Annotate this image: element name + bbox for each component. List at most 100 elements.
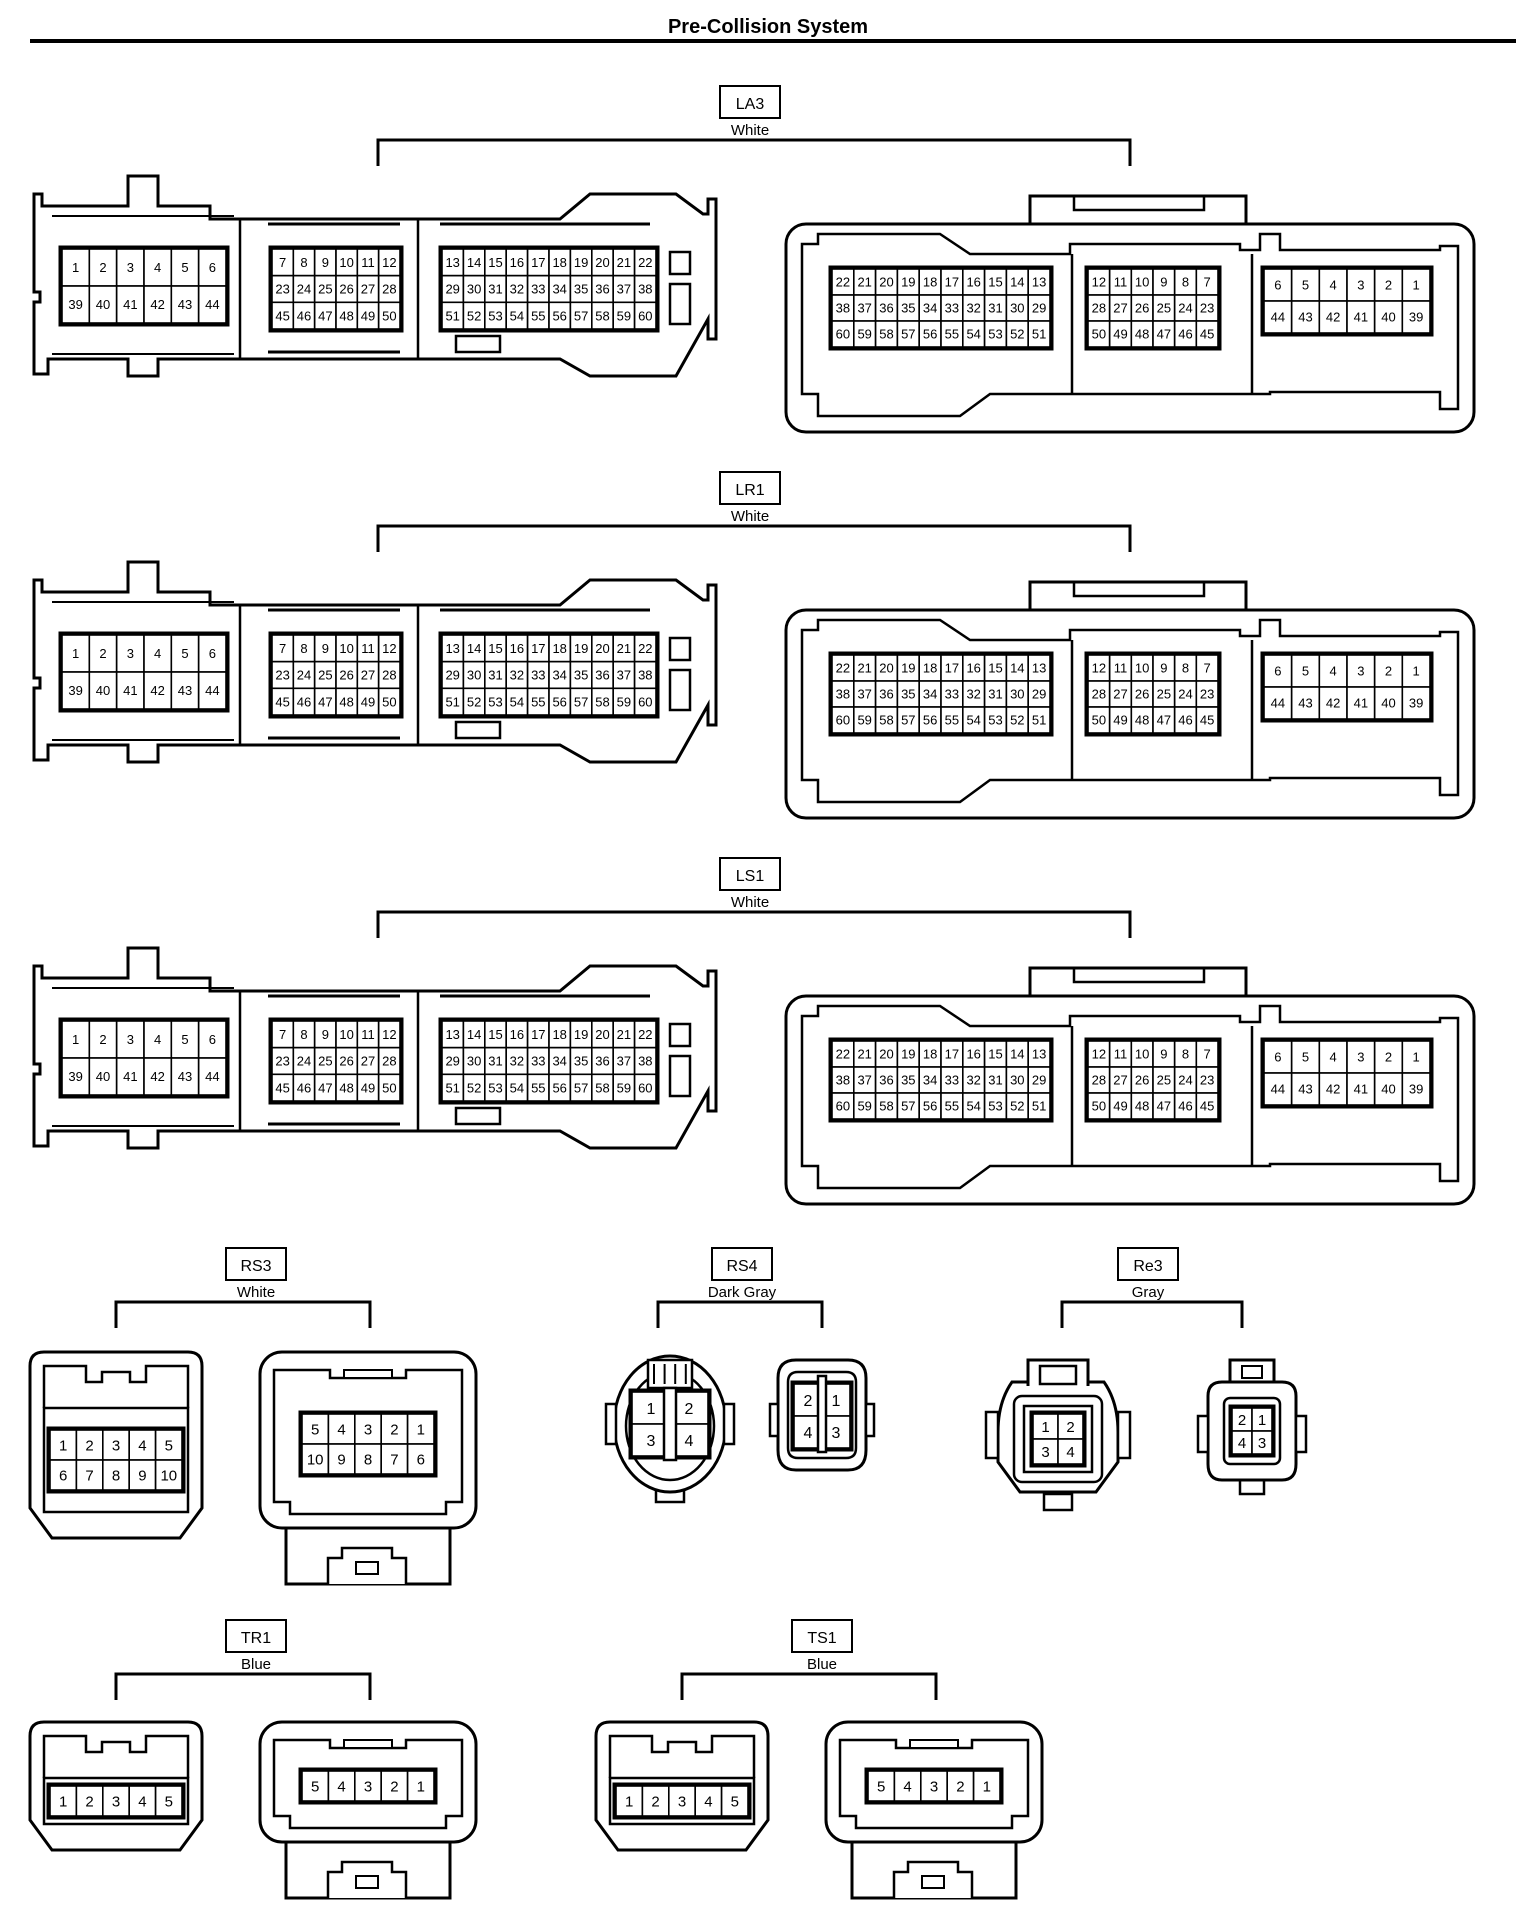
pin-cell (88, 1057, 118, 1096)
pin-number: 26 (339, 282, 353, 297)
pin-cell (1195, 320, 1219, 348)
pin-number: 16 (510, 641, 524, 656)
pin-number: 9 (138, 1467, 146, 1484)
pin-number: 39 (1409, 696, 1423, 711)
pin-cell (115, 248, 145, 287)
pin-cell (1401, 300, 1431, 334)
pin-cell (867, 1770, 896, 1802)
side-latch (668, 668, 692, 712)
pin-number: 26 (339, 1054, 353, 1069)
pin-number: 37 (857, 687, 871, 702)
pin-cell (1318, 686, 1348, 720)
pin-number: 13 (445, 641, 459, 656)
pin-number: 23 (275, 1054, 289, 1069)
connector-color: White (731, 508, 769, 525)
pin-number: 35 (574, 1054, 588, 1069)
pin-number: 53 (988, 713, 1002, 728)
connector-id-box (711, 1247, 773, 1281)
pin-cell (1373, 686, 1404, 720)
pin-cell (380, 1770, 409, 1802)
pin-number: 52 (1010, 713, 1024, 728)
pin-number: 1 (1041, 1419, 1049, 1436)
pin-number: 22 (836, 661, 850, 676)
pin-number: 52 (1010, 327, 1024, 342)
pin-number: 17 (945, 661, 959, 676)
pin-number: 51 (445, 1080, 459, 1095)
pin-cell (154, 1429, 183, 1461)
pin-number: 54 (966, 713, 980, 728)
pin-number: 29 (1032, 301, 1046, 316)
pin-number: 46 (1178, 713, 1192, 728)
pin-number: 31 (988, 1073, 1002, 1088)
connector-id: TR1 (241, 1630, 271, 1647)
pin-number: 36 (879, 1073, 893, 1088)
pin-number: 45 (1200, 327, 1214, 342)
pin-number: 59 (617, 694, 631, 709)
pin-number: 5 (181, 260, 188, 275)
pin-number: 4 (337, 1421, 345, 1438)
connector-id-box (225, 1619, 287, 1653)
pin-number: 29 (445, 282, 459, 297)
pin-number: 52 (467, 694, 481, 709)
pin-number: 27 (1113, 687, 1127, 702)
pin-number: 47 (1157, 713, 1171, 728)
pin-number: 2 (651, 1793, 659, 1810)
pin-number: 48 (1135, 713, 1149, 728)
pin-number: 34 (552, 282, 566, 297)
pin-cell (197, 1020, 227, 1059)
pin-number: 9 (1160, 661, 1167, 676)
pin-number: 3 (1357, 1050, 1364, 1065)
pin-cell (353, 1770, 382, 1802)
pin-number: 17 (945, 275, 959, 290)
pin-number: 60 (638, 308, 652, 323)
pin-number: 49 (1113, 713, 1127, 728)
pin-number: 45 (275, 694, 289, 709)
pin-number: 19 (574, 255, 588, 270)
pin-number: 1 (59, 1437, 67, 1454)
pin-number: 5 (877, 1778, 885, 1795)
pin-number: 10 (160, 1467, 177, 1484)
pin-number: 6 (209, 1032, 216, 1047)
pin-number: 42 (150, 683, 164, 698)
pin-number: 55 (945, 713, 959, 728)
pin-number: 2 (1238, 1412, 1246, 1429)
pin-number: 54 (510, 1080, 524, 1095)
pin-number: 44 (1271, 1082, 1285, 1097)
pin-number: 9 (322, 641, 329, 656)
pin-cavity (42, 1776, 190, 1826)
pin-number: 38 (836, 687, 850, 702)
inner-frame (272, 1738, 464, 1830)
pin-cell (633, 301, 657, 330)
pin-number: 7 (1204, 1047, 1211, 1062)
pin-number: 45 (275, 1080, 289, 1095)
inner-frame (272, 1368, 464, 1516)
pin-number: 28 (382, 1054, 396, 1069)
pin-number: 12 (1092, 1047, 1106, 1062)
pin-number: 29 (1032, 687, 1046, 702)
bracket (376, 910, 1132, 938)
pin-number: 43 (1298, 696, 1312, 711)
pin-cell (1290, 300, 1321, 334)
key-slot (343, 1369, 393, 1379)
side-rib (864, 1402, 876, 1438)
pin-number: 16 (966, 275, 980, 290)
pin-number: 53 (488, 308, 502, 323)
pin-number: 35 (901, 687, 915, 702)
pin-number: 5 (165, 1793, 173, 1810)
pin-cell (1027, 320, 1051, 348)
pin-number: 36 (595, 668, 609, 683)
pin-number: 2 (1385, 1050, 1392, 1065)
side-latch (668, 1022, 692, 1048)
pin-number: 17 (945, 1047, 959, 1062)
pin-number: 1 (72, 260, 79, 275)
